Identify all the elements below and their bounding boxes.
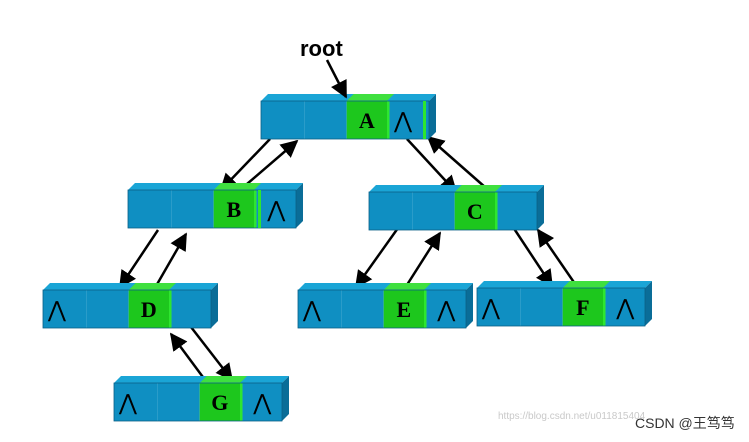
node-data-cell <box>562 288 603 326</box>
node-pointer-cell <box>341 290 384 328</box>
node-outline <box>476 287 646 327</box>
node-f: F ⋀ ⋀ <box>476 281 652 327</box>
node-data-top <box>383 283 431 290</box>
null-left-icon: ⋀ <box>481 296 501 321</box>
node-side-face <box>282 376 289 421</box>
node-separator <box>424 290 427 328</box>
node-pointer-cell <box>304 101 347 139</box>
null-right-icon: ⋀ <box>436 298 456 323</box>
node-pointer-cell <box>128 190 172 228</box>
edge-a-c-down-arrow <box>406 138 458 194</box>
node-side-face <box>211 283 218 328</box>
edge-b-d-down-arrow <box>118 229 160 289</box>
node-g: G ⋀ ⋀ <box>113 376 289 422</box>
node-pointer-cell <box>477 288 521 326</box>
node-pointer-cell <box>426 290 466 328</box>
node-data-cell <box>128 290 169 328</box>
node-pointer-cell <box>261 101 305 139</box>
node-label: F <box>576 295 589 320</box>
node-label: D <box>141 297 157 322</box>
null-right-icon: ⋀ <box>252 391 272 416</box>
node-data-top <box>562 281 610 288</box>
node-data-cell <box>383 290 424 328</box>
node-separator <box>423 101 426 139</box>
node-pointer-cell <box>369 192 413 230</box>
node-pointer-cell <box>412 192 455 230</box>
node-label: C <box>467 199 483 224</box>
null-right-icon: ⋀ <box>615 296 635 321</box>
node-separator <box>495 192 498 230</box>
node-side-face <box>466 283 473 328</box>
edge-a-b-up-arrow <box>239 139 299 191</box>
null-left-icon: ⋀ <box>118 391 138 416</box>
node-data-top <box>346 94 394 101</box>
edges-layer <box>118 135 584 393</box>
node-side-face <box>645 281 652 326</box>
node-pointer-cell <box>86 290 129 328</box>
node-outline <box>260 100 430 140</box>
node-d: D⋀ <box>42 283 218 329</box>
null-right-icon: ⋀ <box>393 109 413 134</box>
node-side-face <box>429 94 436 139</box>
node-data-top <box>199 376 247 383</box>
node-separator <box>258 190 261 228</box>
node-separator <box>254 190 257 228</box>
edge-a-b-down-arrow <box>219 138 271 192</box>
node-data-cell <box>213 190 254 228</box>
node-a: A⋀ <box>260 94 436 140</box>
node-outline <box>113 382 283 422</box>
node-separator <box>387 101 390 139</box>
node-label: A <box>359 108 375 133</box>
node-pointer-cell <box>520 288 563 326</box>
edge-c-f-down-arrow <box>509 223 554 288</box>
node-outline <box>297 289 467 329</box>
node-pointer-cell <box>43 290 87 328</box>
watermark-site: CSDN @王笃笃 <box>635 415 735 431</box>
node-pointer-cell <box>157 383 200 421</box>
root-pointer-arrow <box>325 59 348 99</box>
node-outline <box>127 189 297 229</box>
node-data-top <box>454 185 502 192</box>
node-b: B⋀ <box>127 183 303 229</box>
node-data-cell <box>346 101 387 139</box>
null-left-icon: ⋀ <box>47 298 67 323</box>
null-left-icon: ⋀ <box>302 298 322 323</box>
node-pointer-cell <box>242 383 282 421</box>
node-side-face <box>537 185 544 230</box>
node-pointer-cell <box>171 190 214 228</box>
edge-c-e-down-arrow <box>354 227 400 289</box>
node-pointer-cell <box>605 288 645 326</box>
node-pointer-cell <box>114 383 158 421</box>
node-label: E <box>396 297 411 322</box>
watermark-url: https://blog.csdn.net/u011815404 <box>498 411 646 422</box>
node-outline <box>42 289 212 329</box>
node-pointer-cell <box>298 290 342 328</box>
node-side-face <box>296 183 303 228</box>
node-e: E ⋀ ⋀ <box>297 283 473 329</box>
node-separator <box>169 290 172 328</box>
node-pointer-cell <box>389 101 429 139</box>
node-label: G <box>211 390 228 415</box>
node-pointer-cell <box>497 192 537 230</box>
node-label: B <box>226 197 241 222</box>
node-data-top <box>128 283 176 290</box>
node-data-cell <box>199 383 240 421</box>
node-pointer-cell <box>256 190 296 228</box>
node-pointer-cell <box>171 290 211 328</box>
node-c: C <box>368 185 544 231</box>
null-right-icon: ⋀ <box>266 198 286 223</box>
root-label: root <box>300 36 343 61</box>
node-data-top <box>213 183 261 190</box>
node-separator <box>603 288 606 326</box>
nodes-layer: A⋀B⋀CD⋀E⋀⋀F⋀⋀G⋀⋀ <box>42 94 652 422</box>
node-separator <box>240 383 243 421</box>
node-data-cell <box>454 192 495 230</box>
node-outline <box>368 191 538 231</box>
